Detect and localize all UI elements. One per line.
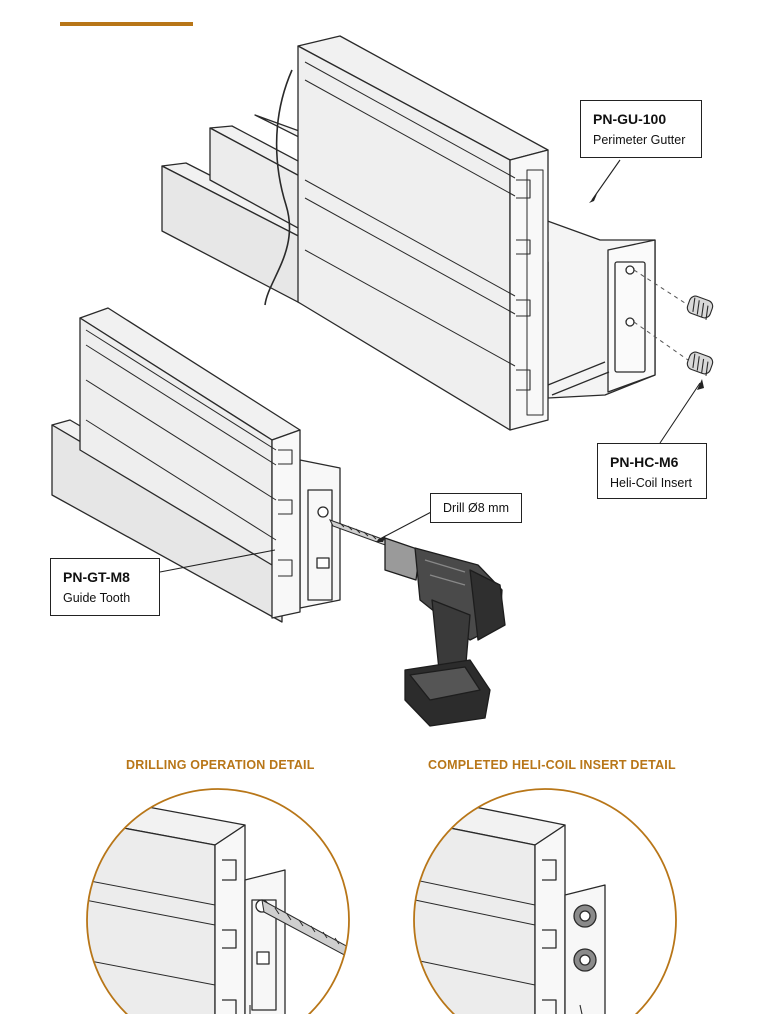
helicoil-part-code: PN-HC-M6 xyxy=(610,454,679,470)
gutter-part-code: PN-GU-100 xyxy=(593,111,667,127)
lower-profile-assembly xyxy=(51,307,341,623)
heli-coil-inserts xyxy=(686,295,714,376)
drill-size-label: Drill Ø8 mm xyxy=(443,501,509,515)
insert-detail xyxy=(413,788,677,1014)
callout-heli-coil-insert: PN-HC-M6 Heli-Coil Insert xyxy=(597,443,707,499)
insert-guide-lines xyxy=(633,269,689,361)
guide-tooth-part-desc: Guide Tooth xyxy=(63,591,131,605)
cordless-drill xyxy=(384,537,506,727)
upper-gutter-assembly xyxy=(161,35,656,431)
callout-guide-tooth: PN-GT-M8 Guide Tooth xyxy=(50,558,160,616)
gutter-part-desc: Perimeter Gutter xyxy=(593,133,686,147)
drilling-detail-title: DRILLING OPERATION DETAIL xyxy=(126,758,315,772)
guide-tooth-part-code: PN-GT-M8 xyxy=(63,569,130,585)
callout-perimeter-gutter: PN-GU-100 Perimeter Gutter xyxy=(580,100,702,158)
insert-detail-title: COMPLETED HELI-COIL INSERT DETAIL xyxy=(428,758,676,772)
helicoil-part-desc: Heli-Coil Insert xyxy=(610,476,692,490)
drilling-detail xyxy=(86,788,350,1014)
leader-arrowheads xyxy=(375,194,704,542)
leader-lines xyxy=(159,159,701,573)
header-accent-rule xyxy=(60,22,193,26)
callout-drill-size: Drill Ø8 mm xyxy=(430,493,522,523)
